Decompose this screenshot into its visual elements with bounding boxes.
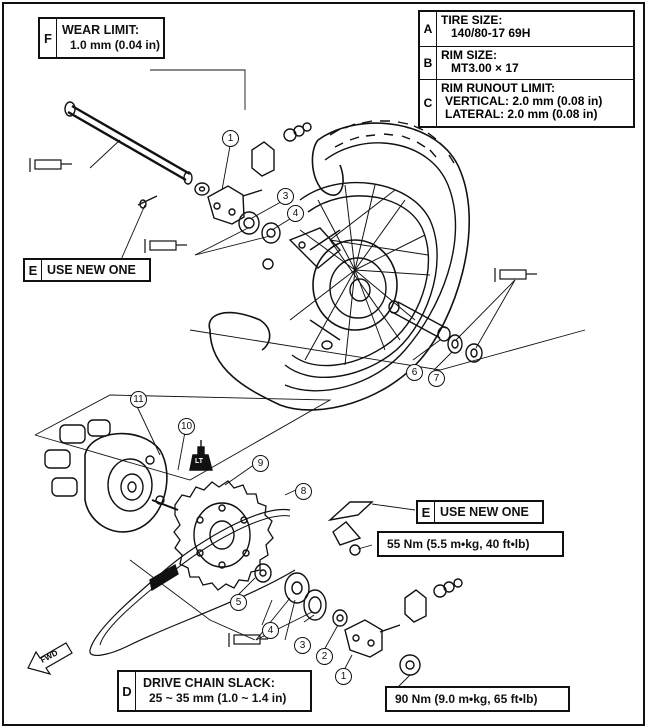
drive-chain [89, 508, 296, 657]
use-new-one-letter: E [28, 262, 38, 278]
spec-letter: C [420, 80, 437, 126]
torque-spec-55: 55 Nm (5.5 m•kg, 40 ft•lb) [377, 531, 564, 557]
spec-letter: A [420, 12, 437, 46]
spec-title: RIM SIZE: [441, 48, 497, 62]
locktite-icon [189, 440, 213, 471]
grease-gun-icon [29, 158, 72, 172]
grease-gun-icon [144, 239, 187, 253]
rear-sprocket [173, 480, 274, 591]
use-new-one-text: USE NEW ONE [47, 263, 136, 277]
callout-7: 7 [428, 370, 445, 387]
drive-chain-slack-box: D DRIVE CHAIN SLACK: 25 ~ 35 mm (1.0 ~ 1… [117, 670, 312, 712]
adjuster-parts-top [251, 122, 312, 177]
torque-spec-90: 90 Nm (9.0 m•kg, 65 ft•lb) [385, 686, 570, 712]
plane-line-hub [34, 394, 332, 481]
grease-gun-icon [228, 633, 268, 647]
spec-row-rim-size: B RIM SIZE: MT3.00 × 17 [420, 47, 633, 80]
spec-row-rim-runout: C RIM RUNOUT LIMIT: VERTICAL: 2.0 mm (0.… [420, 80, 633, 126]
wear-limit-box: F WEAR LIMIT: 1.0 mm (0.04 in) [38, 17, 165, 59]
spec-value: LATERAL: 2.0 mm (0.08 in) [445, 107, 598, 121]
grease-gun-icon [494, 268, 537, 282]
callout-11: 11 [130, 391, 147, 408]
axle-collar-right [321, 300, 483, 363]
use-new-one-box-left: E USE NEW ONE [23, 258, 151, 282]
rear-rim [284, 181, 438, 378]
callout-2: 2 [316, 648, 333, 665]
plane-line-top [150, 69, 246, 110]
wear-limit-letter: F [40, 19, 57, 57]
lower-bearings [254, 563, 348, 627]
chain-slack-title: DRIVE CHAIN SLACK: [143, 676, 275, 690]
rear-hub [262, 227, 398, 341]
chain-puller-lower [344, 578, 463, 676]
spec-table: A TIRE SIZE: 140/80-17 69H B RIM SIZE: M… [418, 10, 635, 128]
chain-slack-value: 25 ~ 35 mm (1.0 ~ 1.4 in) [149, 691, 287, 705]
use-new-one-text: USE NEW ONE [440, 505, 529, 519]
bearing-left [238, 211, 281, 244]
spec-title: RIM RUNOUT LIMIT: [441, 81, 555, 95]
wear-limit-value: 1.0 mm (0.04 in) [70, 38, 161, 52]
torque-value: 55 Nm (5.5 m•kg, 40 ft•lb) [387, 537, 530, 551]
spokes [289, 184, 431, 366]
callout-4-upper: 4 [287, 205, 304, 222]
spec-row-tire-size: A TIRE SIZE: 140/80-17 69H [420, 12, 633, 47]
axle-shaft [64, 101, 210, 196]
cotter-pin [137, 195, 158, 209]
callout-3-lower: 3 [294, 637, 311, 654]
use-new-one-box-right: E USE NEW ONE [416, 500, 544, 524]
callout-10: 10 [178, 418, 195, 435]
clutch-hub [44, 419, 179, 533]
fwd-arrow-icon [27, 642, 73, 676]
plane-line-bottom [189, 329, 586, 371]
callout-1-lower: 1 [335, 668, 352, 685]
spec-value: 140/80-17 69H [451, 26, 531, 40]
spec-letter: B [420, 47, 437, 79]
callout-9: 9 [252, 455, 269, 472]
rear-tire [208, 120, 471, 411]
spec-value: MT3.00 × 17 [451, 61, 519, 75]
callout-3-upper: 3 [277, 188, 294, 205]
callout-5: 5 [230, 594, 247, 611]
chain-slack-letter: D [122, 683, 132, 699]
callout-1-upper: 1 [222, 130, 239, 147]
callout-4-lower: 4 [262, 622, 279, 639]
chain-puller-upper [207, 185, 263, 225]
wear-limit-title: WEAR LIMIT: [62, 23, 140, 37]
spec-value: VERTICAL: 2.0 mm (0.08 in) [445, 94, 603, 108]
spec-title: TIRE SIZE: [441, 13, 503, 27]
use-new-one-letter: E [421, 504, 431, 520]
torque-arm [327, 501, 374, 556]
callout-8: 8 [295, 483, 312, 500]
locktite-label: LT [195, 458, 204, 465]
callout-6: 6 [406, 364, 423, 381]
torque-value: 90 Nm (9.0 m•kg, 65 ft•lb) [395, 692, 538, 706]
